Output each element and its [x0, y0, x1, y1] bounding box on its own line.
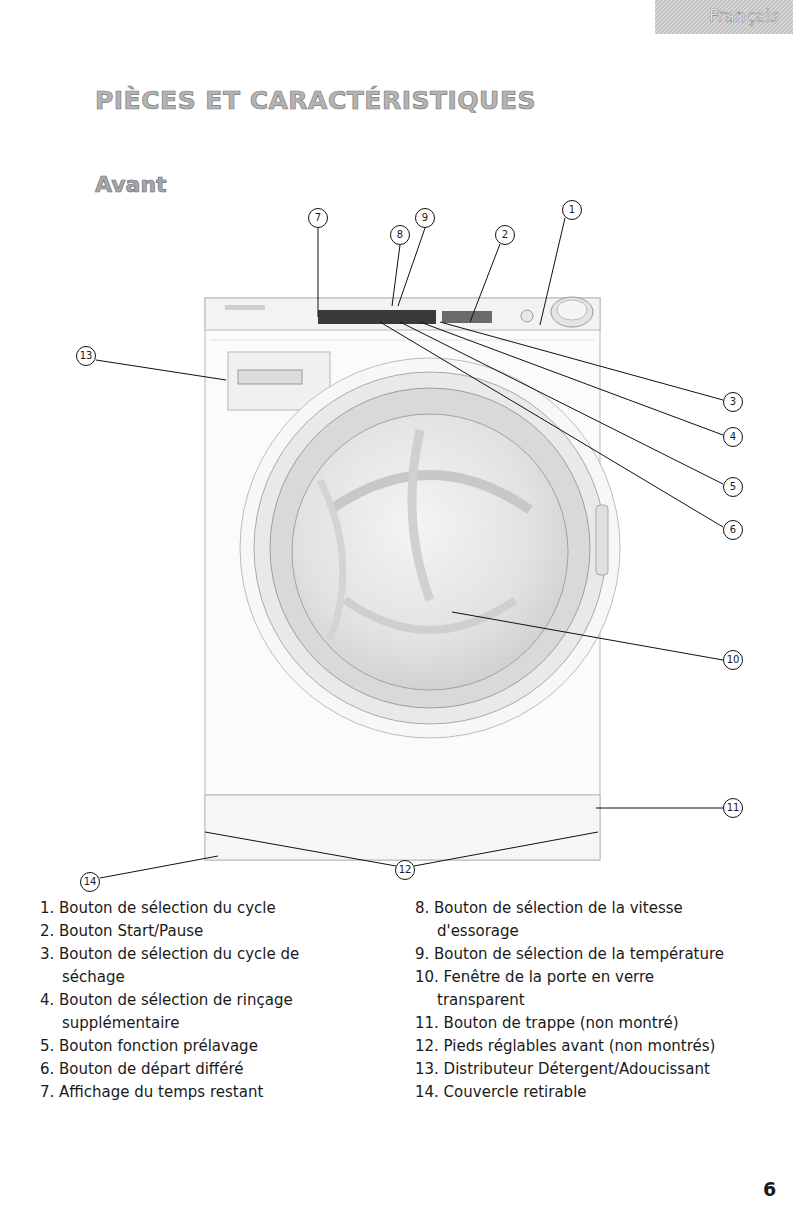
callout-number: 1 [562, 200, 582, 220]
part-name: 8. Bouton de sélection de la vitesse d'e… [415, 897, 745, 943]
callout-number: 10 [723, 650, 743, 670]
control-panel [225, 297, 593, 327]
part-name: 12. Pieds réglables avant (non montrés) [415, 1035, 785, 1058]
callout-number: 2 [495, 225, 515, 245]
callout-number: 4 [723, 427, 743, 447]
part-name: 5. Bouton fonction prélavage [40, 1035, 385, 1058]
header-tab [655, 0, 793, 34]
part-name: 9. Bouton de sélection de la température [415, 943, 765, 966]
tab-label: Français [655, 6, 779, 26]
callout-number: 8 [390, 225, 410, 245]
page-number: 6 [763, 1178, 776, 1200]
page-title: PIÈCES ET CARACTÉRISTIQUES [95, 86, 536, 115]
callout-number: 12 [395, 860, 415, 880]
part-name: 4. Bouton de sélection de rinçage supplé… [40, 989, 360, 1035]
part-name: 13. Distributeur Détergent/Adoucissant [415, 1058, 785, 1081]
part-name: 14. Couvercle retirable [415, 1081, 775, 1104]
callout-number: 6 [723, 520, 743, 540]
part-name: 11. Bouton de trappe (non montré) [415, 1012, 775, 1035]
header-tab: Français [655, 0, 793, 34]
callout-number: 14 [80, 872, 100, 892]
part-name: 3. Bouton de sélection du cycle de sécha… [40, 943, 340, 989]
leader-lines [96, 218, 723, 878]
door-window [240, 358, 620, 738]
callout-number: 13 [76, 346, 96, 366]
callout-number: 7 [308, 208, 328, 228]
part-name: 1. Bouton de sélection du cycle [40, 897, 385, 920]
callout-number: 5 [723, 477, 743, 497]
section-heading: Avant [95, 172, 167, 197]
part-name: 7. Affichage du temps restant [40, 1081, 385, 1104]
part-name: 6. Bouton de départ différé [40, 1058, 385, 1081]
callout-number: 3 [723, 392, 743, 412]
part-name: 2. Bouton Start/Pause [40, 920, 385, 943]
part-name: 10. Fenêtre de la porte en verre transpa… [415, 966, 735, 1012]
callout-number: 9 [415, 208, 435, 228]
callout-number: 11 [723, 798, 743, 818]
